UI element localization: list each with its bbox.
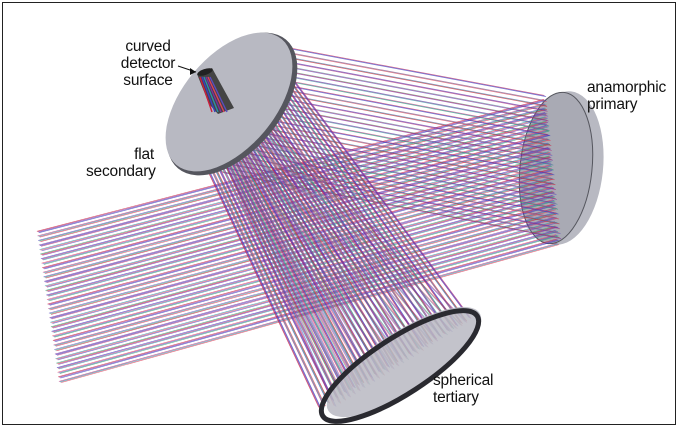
ray-line xyxy=(54,200,556,338)
ray-line xyxy=(275,62,465,321)
ray-line xyxy=(270,65,457,326)
ray-line xyxy=(233,107,553,170)
ray-line xyxy=(233,98,551,160)
ray-line xyxy=(234,98,552,160)
ray-bundle-layer xyxy=(36,39,562,409)
ray-line xyxy=(46,156,551,292)
detector-ray xyxy=(201,76,216,113)
detector-ray xyxy=(199,76,213,113)
ray-line xyxy=(263,70,446,335)
spherical-tertiary-label: spherical tertiary xyxy=(433,372,494,406)
detector-ray xyxy=(203,76,219,113)
spherical-tertiary-mirror xyxy=(318,306,482,424)
ray-line xyxy=(229,130,556,195)
ray-line xyxy=(245,44,547,102)
ray-line xyxy=(246,40,547,97)
ray-line xyxy=(278,61,470,318)
ray-line xyxy=(47,156,552,293)
ray-line xyxy=(231,111,553,175)
ray-line xyxy=(41,113,548,247)
ray-line xyxy=(279,61,471,319)
ray-line xyxy=(273,64,462,324)
ray-line xyxy=(244,39,546,97)
ray-line xyxy=(226,149,559,215)
tertiary-mirror-rim xyxy=(318,308,482,424)
ray-line xyxy=(223,172,562,239)
annotation-layer xyxy=(177,65,197,75)
ray-line xyxy=(252,73,431,341)
ray-line xyxy=(44,147,549,282)
tertiary-mirror-back xyxy=(326,306,482,418)
ray-line xyxy=(275,65,463,324)
ray-line xyxy=(51,186,553,324)
ray-line xyxy=(276,63,467,321)
ray-line xyxy=(221,171,561,239)
ray-line xyxy=(54,208,555,346)
flat-secondary-label: flat secondary xyxy=(86,146,156,180)
ray-line xyxy=(51,195,553,332)
ray-line xyxy=(40,117,547,251)
ray-line xyxy=(39,116,546,250)
detector-surface-label: curved detector surface xyxy=(120,38,176,89)
ray-line xyxy=(50,186,552,323)
ray-line xyxy=(243,39,544,96)
ray-line xyxy=(45,147,550,283)
ray-line xyxy=(232,102,552,165)
ray-line xyxy=(280,62,472,319)
detector-surface-cap xyxy=(197,68,213,76)
anamorphic-primary-label: anamorphic primary xyxy=(587,79,666,113)
ray-line xyxy=(222,161,558,228)
ray-line xyxy=(57,222,558,361)
ray-line xyxy=(236,94,553,156)
ray-line xyxy=(53,191,555,329)
ray-line xyxy=(36,99,544,232)
ray-line xyxy=(43,130,549,265)
ray-line xyxy=(272,63,461,323)
ray-line xyxy=(277,63,468,322)
ray-line xyxy=(231,107,552,170)
mirror-layer-front xyxy=(165,32,482,424)
detector-ray xyxy=(205,76,222,113)
arrow-pointer-icon xyxy=(190,68,196,75)
detector-ray xyxy=(209,76,228,113)
ray-line xyxy=(235,99,553,161)
detector-housing xyxy=(197,68,234,114)
ray-line xyxy=(233,103,553,165)
ray-line xyxy=(48,169,552,306)
detector-ray xyxy=(207,76,225,113)
curved-detector-surface xyxy=(197,68,234,114)
